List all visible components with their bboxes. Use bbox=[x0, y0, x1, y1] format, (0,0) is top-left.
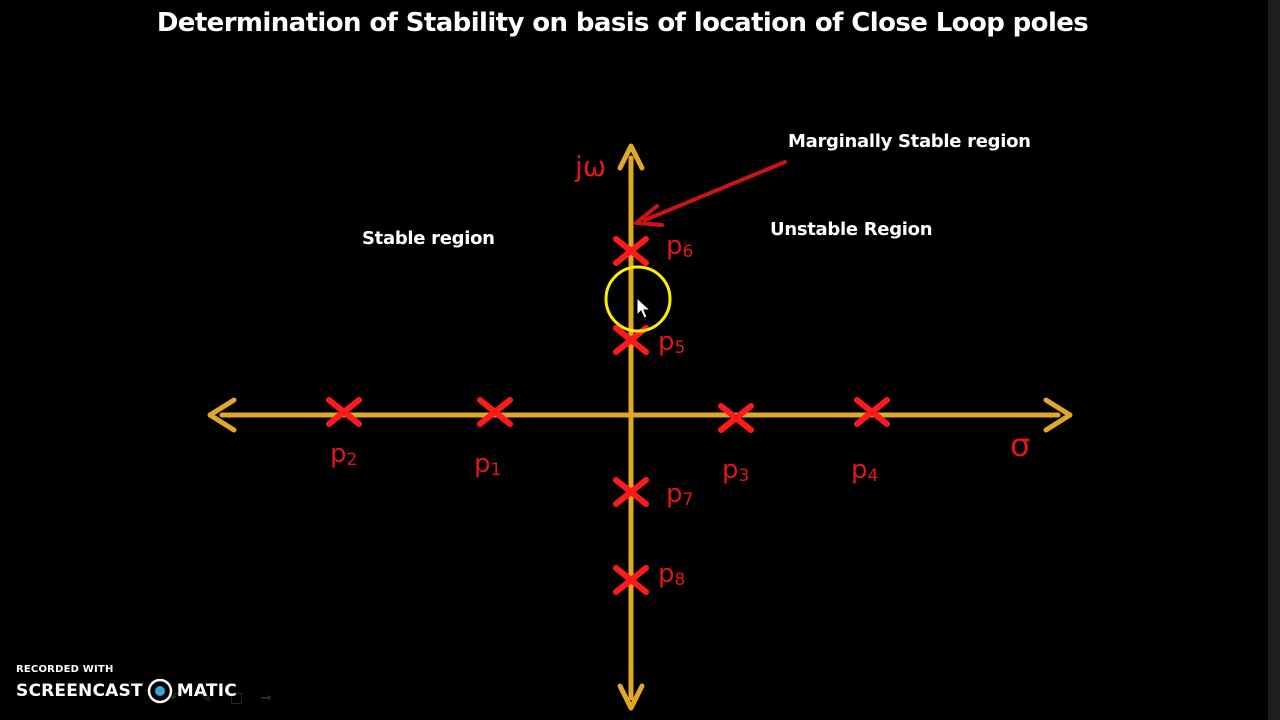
pole-p5-label: p5 bbox=[658, 327, 685, 358]
watermark-brand-left: SCREENCAST bbox=[16, 681, 143, 701]
imaginary-axis-label: jω bbox=[574, 150, 606, 183]
real-axis-label: σ bbox=[1010, 426, 1030, 464]
pole-p7-marker bbox=[613, 477, 649, 507]
pole-p7-label: p7 bbox=[666, 479, 693, 510]
pole-p3-label: p3 bbox=[722, 455, 749, 486]
stable-region-label: Stable region bbox=[362, 228, 495, 249]
pole-p8-label: p8 bbox=[658, 559, 685, 590]
player-controls: ↶ ✎ □ ➞ bbox=[170, 690, 278, 708]
marginal-pointer-arrow bbox=[634, 160, 787, 227]
imaginary-axis bbox=[617, 143, 645, 711]
real-axis bbox=[207, 397, 1073, 433]
pen-icon[interactable]: ✎ bbox=[200, 690, 212, 706]
watermark-recorded-with: RECORDED WITH bbox=[16, 664, 114, 675]
mouse-cursor-icon bbox=[636, 296, 652, 319]
pole-p1-marker bbox=[477, 397, 513, 427]
pole-p8-marker bbox=[613, 565, 649, 595]
screencast-logo-icon bbox=[147, 678, 172, 704]
screencast-watermark: RECORDED WITH SCREENCAST MATIC bbox=[16, 664, 237, 704]
cursor-highlight-ring bbox=[604, 265, 672, 333]
marginal-region-label: Marginally Stable region bbox=[788, 131, 1031, 152]
screen-icon[interactable]: □ bbox=[230, 690, 244, 706]
watermark-brand-right: MATIC bbox=[176, 681, 237, 701]
rewind-icon[interactable]: ↶ bbox=[170, 690, 182, 706]
pole-p3-marker bbox=[718, 403, 754, 433]
unstable-region-label: Unstable Region bbox=[770, 219, 933, 240]
pole-p4-label: p4 bbox=[851, 455, 878, 486]
pole-p2-marker bbox=[326, 397, 362, 427]
pole-p6-marker bbox=[613, 236, 649, 266]
pole-p6-label: p6 bbox=[666, 231, 693, 262]
pole-p2-label: p2 bbox=[330, 439, 357, 470]
slide-title: Determination of Stability on basis of l… bbox=[156, 8, 1089, 38]
window-edge bbox=[1268, 0, 1280, 720]
pole-p4-marker bbox=[854, 397, 890, 427]
pole-p1-label: p1 bbox=[474, 449, 501, 480]
forward-icon[interactable]: ➞ bbox=[260, 690, 272, 706]
